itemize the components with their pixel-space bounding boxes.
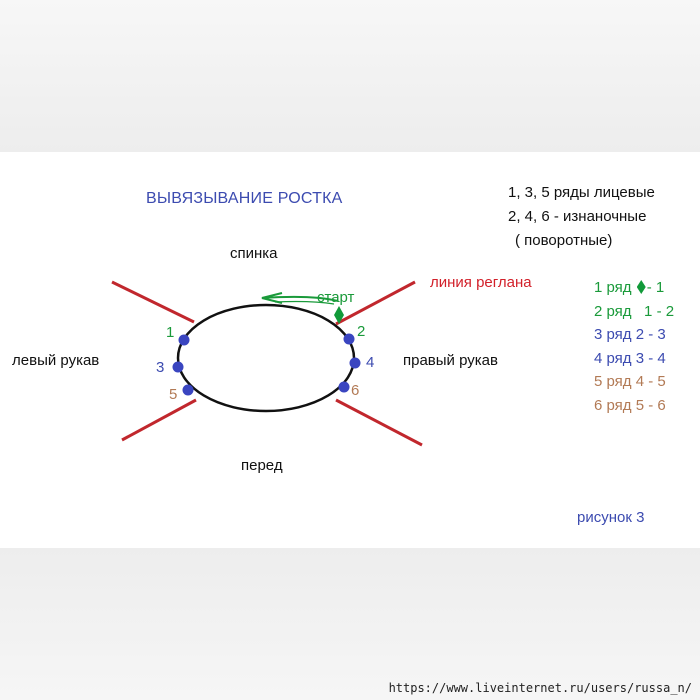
row-2-text: 2 ряд 1 - 2 [594, 302, 675, 320]
point-3 [172, 361, 184, 373]
start-arrow-second-stroke [274, 300, 335, 305]
label-front: перед [241, 457, 283, 474]
point-number-4: 4 [366, 354, 375, 371]
label-left-sleeve: левый рукав [12, 352, 100, 369]
point-2 [343, 333, 355, 345]
row-4-text: 4 ряд 3 - 4 [594, 349, 666, 367]
label-raglan-line: линия реглана [430, 274, 532, 291]
start-arrow [261, 295, 339, 302]
watermark-url: https://www.liveinternet.ru/users/russa_… [388, 681, 692, 695]
start-arrow-head [261, 292, 283, 304]
point-1 [178, 334, 190, 346]
row-1-prefix: 1 ряд [594, 279, 636, 296]
row-entry-5: 5 ряд 4 - 5 [594, 370, 674, 394]
top-background-band [0, 0, 700, 152]
diagram-canvas [0, 152, 700, 548]
row-5-text: 5 ряд 4 - 5 [594, 373, 666, 390]
bottom-background-band [0, 548, 700, 700]
legend-knit-rows: 1, 3, 5 ряды лицевые [508, 184, 655, 201]
raglan-line-bottom-left [121, 398, 197, 442]
point-number-2: 2 [357, 323, 366, 340]
row-entry-6: 6 ряд 5 - 6 [594, 394, 674, 418]
label-right-sleeve: правый рукав [403, 352, 498, 369]
legend-purl-rows: 2, 4, 6 - изнаночные [508, 208, 647, 225]
point-number-6: 6 [351, 382, 360, 399]
row-entry-4: 4 ряд 3 - 4 [594, 347, 674, 371]
start-diamond-marker [334, 306, 344, 324]
point-6 [338, 381, 350, 393]
diamond-icon [636, 280, 646, 294]
row-sequence-list: 1 ряд - 1 2 ряд 1 - 2 3 ряд 2 - 3 4 ряд … [594, 276, 674, 417]
point-number-5: 5 [169, 386, 178, 403]
row-3-text: 3 ряд 2 - 3 [594, 326, 666, 343]
point-number-1: 1 [166, 324, 175, 341]
point-number-3: 3 [156, 359, 165, 376]
raglan-line-top-right [335, 280, 416, 326]
row-entry-3: 3 ряд 2 - 3 [594, 323, 674, 347]
row-entry-1: 1 ряд - 1 [594, 276, 674, 300]
legend-turning-note: ( поворотные) [515, 232, 613, 249]
row-6-text: 6 ряд 5 - 6 [594, 396, 666, 414]
point-4 [349, 357, 361, 369]
neckline-ring [176, 303, 356, 413]
raglan-line-bottom-right [335, 398, 423, 447]
row-1-suffix: - 1 [646, 279, 665, 296]
label-back: спинка [230, 245, 278, 262]
raglan-line-top-left [111, 280, 195, 324]
label-start: старт [317, 289, 355, 306]
diagram-title: ВЫВЯЗЫВАНИЕ РОСТКА [146, 190, 343, 207]
point-5 [182, 384, 194, 396]
figure-caption: рисунок 3 [577, 509, 645, 526]
row-entry-2: 2 ряд 1 - 2 [594, 300, 674, 324]
